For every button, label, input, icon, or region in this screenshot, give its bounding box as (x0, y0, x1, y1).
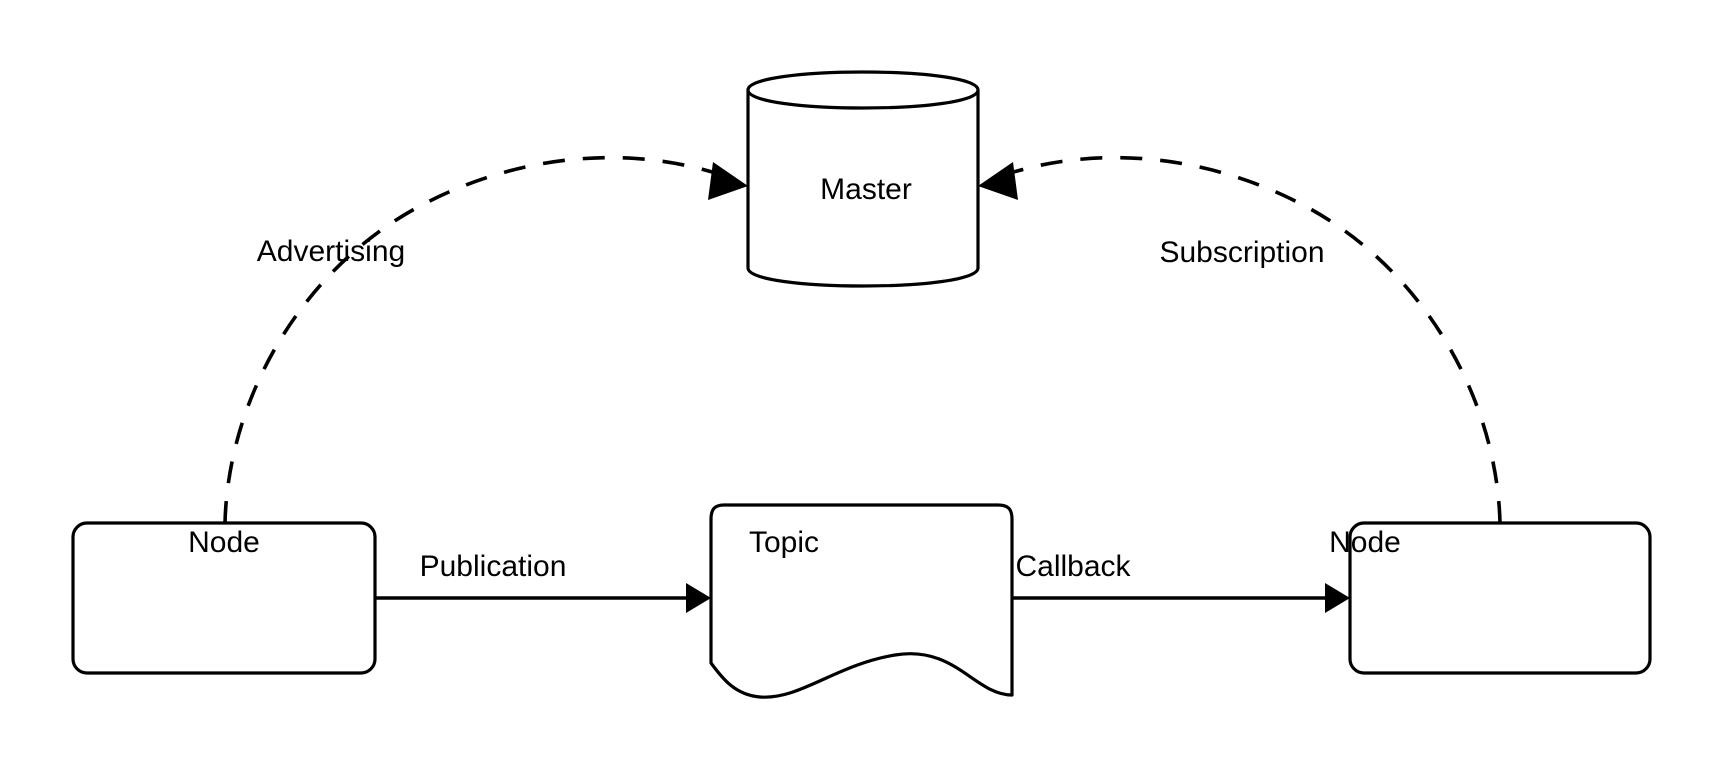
publication-arrowhead (686, 583, 711, 613)
edge-label-publication: Publication (419, 550, 567, 583)
edge-subscription[interactable] (978, 155, 1502, 524)
callback-arrowhead (1325, 583, 1350, 613)
topic-node-label: Topic (748, 526, 820, 559)
advertising-arrowhead (708, 162, 748, 200)
node-left-label: Node (188, 526, 260, 559)
edge-label-callback: Callback (1015, 550, 1131, 583)
edge-label-advertising: Advertising (256, 235, 406, 268)
edge-callback[interactable] (1012, 583, 1350, 613)
edge-publication[interactable] (375, 583, 711, 613)
edge-advertising[interactable] (223, 155, 748, 524)
topic-document-shape[interactable] (709, 503, 1014, 699)
edge-label-subscription: Subscription (1159, 236, 1325, 269)
node-right-label: Node (1329, 526, 1401, 559)
master-cylinder-shape[interactable] (746, 70, 980, 288)
subscription-arrowhead (978, 162, 1018, 200)
master-node-label: Master (820, 173, 912, 206)
